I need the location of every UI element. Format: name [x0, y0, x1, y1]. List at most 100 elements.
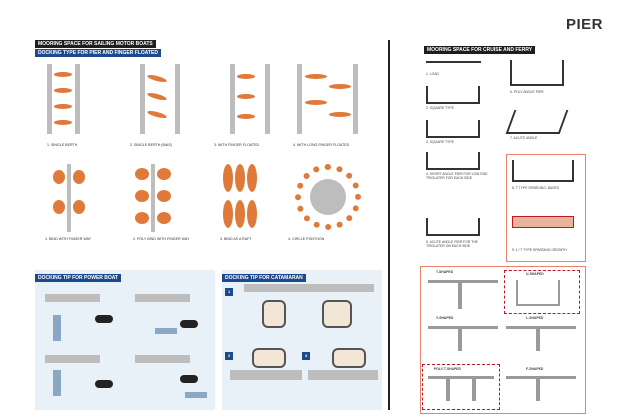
row1-diagrams	[35, 60, 375, 142]
pier-stem	[458, 329, 462, 351]
pier-stem	[458, 283, 462, 309]
boat-shape	[135, 212, 149, 224]
boat-shape	[305, 74, 327, 79]
boat-shape	[235, 164, 245, 192]
dock-strip	[308, 370, 378, 380]
catamaran-panel	[222, 270, 382, 410]
pier-line	[506, 326, 576, 329]
type-diagram	[426, 120, 480, 138]
boat-shape	[147, 109, 168, 119]
pier-strip	[265, 64, 270, 134]
type-diagram	[510, 60, 564, 86]
pier-strip	[297, 64, 302, 134]
boat-shape	[135, 168, 149, 180]
type-label-5: 5. ACUTE ANGLE PIER FOR THE TRIGLATER ON…	[426, 240, 496, 248]
boat-shape	[54, 72, 72, 77]
boat-shape	[53, 170, 65, 184]
arrow-left-icon	[155, 328, 177, 334]
row1-caption-4: 4. WITH LONG FINGER FLOATED	[293, 143, 349, 147]
pier-u-shape	[516, 280, 560, 306]
pier-line	[506, 376, 576, 379]
boat-shape	[237, 114, 255, 119]
power-boat	[95, 315, 113, 323]
catamaran-boat	[252, 348, 286, 368]
left-sub-header: DOCKING TYPE FOR PIER AND FINGER FLOATED	[35, 49, 161, 57]
catamaran-boat	[332, 348, 366, 368]
shape-label-t: T-SHAPED	[436, 270, 453, 274]
row2-caption-4: 4. CIRCLE PONTOON	[288, 237, 324, 241]
pier-line	[428, 326, 498, 329]
shape-label-y: Y-SHAPED	[436, 316, 453, 320]
right-main-header: MOORING SPACE FOR CRUISE AND FERRY	[424, 46, 535, 54]
pier-stem	[536, 329, 540, 351]
boat-shape	[305, 100, 327, 105]
boat-shape	[157, 190, 171, 202]
boat-shape	[223, 164, 233, 192]
row2-caption-2: 2. POLY BIND WITH FINGER WAY	[133, 237, 189, 241]
pontoon-center	[310, 179, 346, 215]
pier-strip	[175, 64, 180, 134]
boat-shape	[157, 168, 171, 180]
boat-shape	[235, 200, 245, 228]
row1-caption-3: 3. WITH FINGER FLOATED	[214, 143, 259, 147]
catamaran-step-3: 3	[302, 352, 310, 360]
boat-shape	[54, 104, 72, 109]
row2-diagrams	[35, 160, 375, 236]
type-diagram	[426, 86, 480, 104]
power-boat	[180, 375, 198, 383]
arrow-left-icon	[185, 392, 207, 398]
row2-caption-1: 1. BIND WITH FINGER WAY	[45, 237, 91, 241]
pier-strip	[47, 64, 52, 134]
boat-shape	[147, 91, 168, 101]
boat-shape	[329, 112, 351, 117]
power-boat	[95, 380, 113, 388]
row2-caption-3: 3. BIND AS A RAFT	[220, 237, 252, 241]
boat-shape	[135, 190, 149, 202]
boat-shape	[247, 164, 257, 192]
pier-stem	[472, 379, 476, 401]
catamaran-step-1: 1	[225, 288, 233, 296]
pier-strip	[230, 64, 235, 134]
type-label-4: 4. SHORT ANGLE PIER FOR LOW END TRIGLATE…	[426, 172, 496, 180]
dock-strip	[45, 355, 100, 363]
power-boat-panel	[35, 270, 215, 410]
catamaran-boat	[322, 300, 352, 328]
arrow-up-icon	[53, 315, 61, 341]
power-boat	[180, 320, 198, 328]
boat-shape	[73, 170, 85, 184]
dock-strip	[230, 370, 302, 380]
type-label-2: 2. SQUARE TYPE	[426, 106, 454, 110]
shape-label-poly-t: POLY-T-SHAPED	[434, 367, 461, 371]
pier-line	[428, 280, 498, 283]
arrow-up-icon	[53, 370, 61, 396]
pier-stem	[536, 379, 540, 401]
left-main-header: MOORING SPACE FOR SAILING MOTOR BOATS	[35, 40, 156, 48]
type-label-8: 8. T TYPE SPARDING, BASES	[512, 186, 559, 190]
pier-strip	[151, 164, 155, 232]
boat-shape	[157, 212, 171, 224]
pier-strip	[140, 64, 145, 134]
boat-shape	[54, 120, 72, 125]
type-label-6: 6. POLY ANGLE PIER	[510, 90, 544, 94]
pier-strip	[353, 64, 358, 134]
type-label-7: 7. ACUTE ANGLE	[510, 136, 537, 140]
boat-shape	[237, 94, 255, 99]
type-diagram	[426, 152, 480, 170]
pier-strip	[75, 64, 80, 134]
dock-strip	[135, 355, 190, 363]
type-label-9: 9. L / T TYPE SPARDING GROWTH	[512, 248, 567, 252]
boat-shape	[329, 84, 351, 89]
page-title: PIER	[566, 16, 603, 33]
shape-label-l: L-SHAPED	[526, 316, 543, 320]
row1-caption-1: 1. SINGLE BERTH	[47, 143, 77, 147]
dock-strip	[45, 294, 100, 302]
boat-shape	[237, 74, 255, 79]
center-divider	[388, 40, 390, 410]
boat-shape	[147, 73, 168, 83]
line-shape	[426, 61, 481, 63]
pier-line	[428, 376, 494, 379]
row1-caption-2: 2. SINGLE BERTH (BIAS)	[130, 143, 172, 147]
boat-shape	[53, 200, 65, 214]
catamaran-step-2: 2	[225, 352, 233, 360]
boat-shape	[54, 88, 72, 93]
